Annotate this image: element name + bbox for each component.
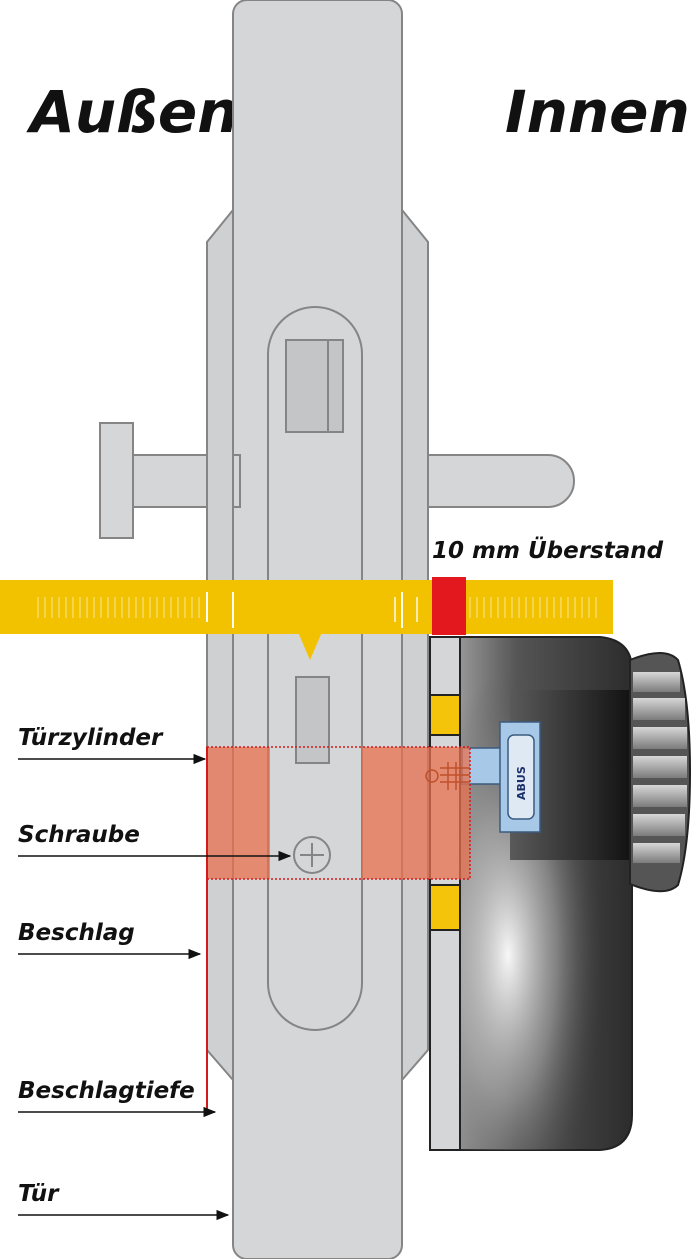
label-cylinder: Türzylinder [18, 725, 164, 751]
outside-title: Außen [26, 78, 239, 146]
brand-logo: ABUS [515, 766, 528, 800]
label-fitting-depth: Beschlagtiefe [18, 1078, 195, 1104]
overhang-marker [432, 577, 466, 635]
measuring-ruler [0, 577, 613, 660]
overhang-label: 10 mm Überstand [432, 536, 664, 564]
inside-title: Innen [505, 78, 690, 146]
brass-insert-bottom [429, 884, 461, 931]
ruler-pointer [298, 632, 322, 660]
label-fitting: Beschlag [18, 920, 135, 946]
label-screw: Schraube [18, 822, 140, 848]
outside-lever-end [99, 422, 134, 539]
latch-window [285, 339, 344, 433]
brass-insert-top [429, 694, 461, 736]
label-door: Tür [18, 1181, 60, 1207]
cylinder-knob [429, 636, 692, 1151]
fitting-plate-inner [401, 207, 429, 1083]
lock-plate [267, 306, 363, 1031]
inside-lever-handle [404, 454, 575, 508]
screw-icon [293, 836, 331, 874]
ruler-ticks [37, 592, 597, 628]
cylinder-slot [295, 676, 330, 764]
fitting-plate [206, 207, 234, 1083]
